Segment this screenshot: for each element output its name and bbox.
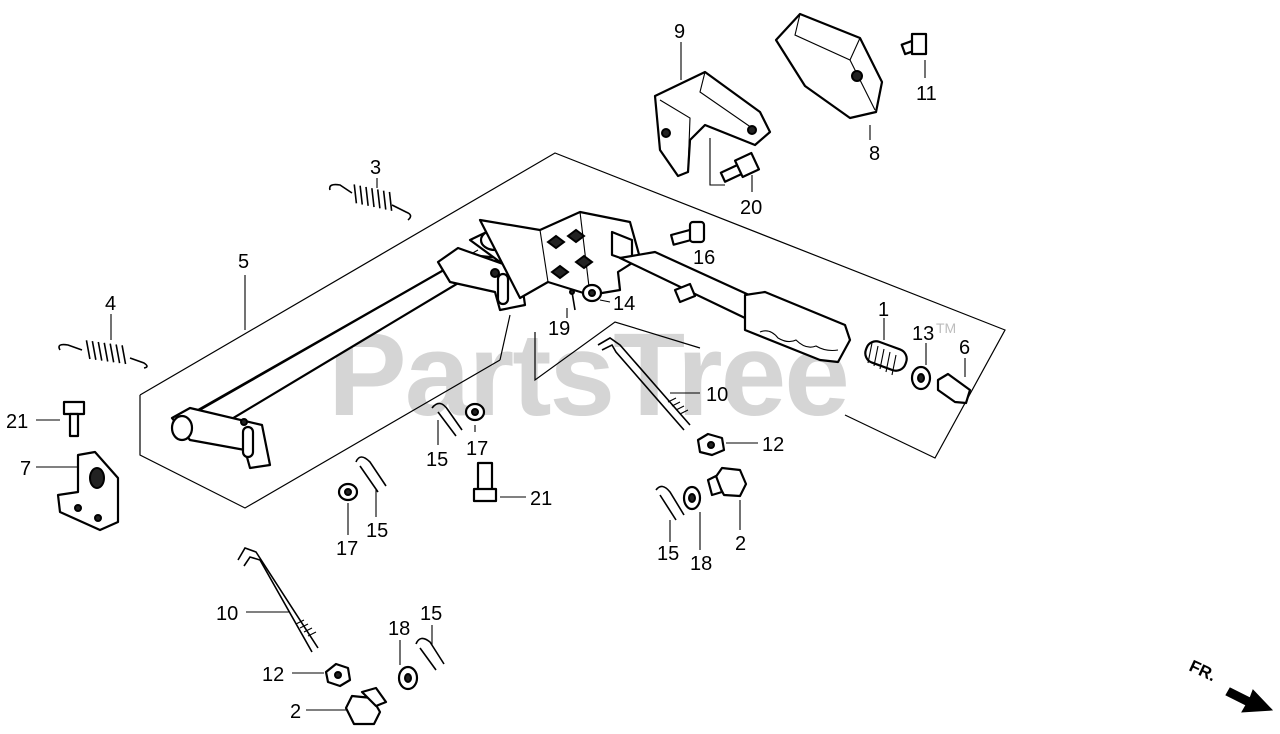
- callout-1: 1: [878, 299, 889, 321]
- callout-18-upper: 18: [690, 553, 712, 575]
- callout-15-a: 15: [426, 449, 448, 471]
- callout-21-upper: 21: [6, 411, 28, 433]
- part-9-bracket-cover[interactable]: [653, 70, 772, 178]
- part-15-clip-c[interactable]: [655, 485, 685, 521]
- callout-15-c: 15: [657, 543, 679, 565]
- callout-14: 14: [613, 293, 635, 315]
- callout-6: 6: [959, 337, 970, 359]
- part-2-fitting-upper[interactable]: [706, 466, 748, 498]
- callout-7: 7: [20, 458, 31, 480]
- front-arrow-icon: [1225, 687, 1274, 713]
- part-18-washer-lower[interactable]: [397, 665, 419, 691]
- part-10-rod-lower[interactable]: [237, 547, 319, 653]
- part-21-bolt-lower[interactable]: [472, 461, 498, 503]
- assembly-frame: [139, 152, 1006, 509]
- part-16-bolt[interactable]: [669, 220, 706, 246]
- callout-5: 5: [238, 251, 249, 273]
- part-3-spring[interactable]: [328, 183, 412, 221]
- front-label: FR.: [1186, 656, 1219, 685]
- part-15-clip-a[interactable]: [431, 402, 463, 437]
- part-11-bolt[interactable]: [900, 32, 928, 56]
- part-12-nut-upper[interactable]: [696, 432, 726, 457]
- part-20-bolt[interactable]: [719, 151, 761, 183]
- part-19-pin[interactable]: [569, 289, 576, 311]
- part-14-washer[interactable]: [581, 283, 603, 303]
- part-1-spring[interactable]: [863, 338, 910, 376]
- callout-19: 19: [548, 318, 570, 340]
- part-10-rod-upper[interactable]: [597, 337, 691, 431]
- callout-9: 9: [674, 21, 685, 43]
- callout-21-lower: 21: [530, 488, 552, 510]
- part-2-fitting-lower[interactable]: [344, 686, 388, 726]
- callout-3: 3: [370, 157, 381, 179]
- part-7-bracket[interactable]: [56, 450, 120, 532]
- part-17-washer-upper[interactable]: [464, 402, 486, 422]
- part-13-washer[interactable]: [910, 365, 932, 391]
- callout-17-lower: 17: [336, 538, 358, 560]
- front-direction-indicator: FR.: [1186, 656, 1274, 713]
- callout-12-lower: 12: [262, 664, 284, 686]
- callouts: 9 11 8 3 20 5 16 4 14 19 1 13 6 10 21 17…: [6, 21, 970, 723]
- leader-lines: [36, 42, 966, 711]
- part-17-washer-lower[interactable]: [337, 482, 359, 502]
- callout-17-upper: 17: [466, 438, 488, 460]
- callout-2-lower: 2: [290, 701, 301, 723]
- callout-16: 16: [693, 247, 715, 269]
- watermark-trademark: TM: [936, 320, 956, 336]
- part-8-cover[interactable]: [774, 12, 884, 120]
- callout-8: 8: [869, 143, 880, 165]
- callout-11: 11: [916, 83, 937, 105]
- part-15-clip-b[interactable]: [355, 456, 387, 493]
- callout-15-b: 15: [366, 520, 388, 542]
- callout-20: 20: [740, 197, 762, 219]
- callout-13: 13: [912, 323, 934, 345]
- part-18-washer-upper[interactable]: [682, 485, 702, 511]
- callout-10-upper: 10: [706, 384, 728, 406]
- part-6-cap[interactable]: [936, 372, 972, 405]
- callout-18-lower: 18: [388, 618, 410, 640]
- part-12-nut-lower[interactable]: [324, 662, 352, 688]
- part-5-control-shaft[interactable]: [170, 210, 852, 470]
- callout-12-upper: 12: [762, 434, 784, 456]
- callout-2-upper: 2: [735, 533, 746, 555]
- part-21-bolt-upper[interactable]: [62, 400, 86, 438]
- callout-4: 4: [105, 293, 116, 315]
- part-4-spring[interactable]: [58, 340, 148, 369]
- callout-10-lower: 10: [216, 603, 238, 625]
- part-15-clip-d[interactable]: [415, 637, 445, 671]
- callout-15-d: 15: [420, 603, 442, 625]
